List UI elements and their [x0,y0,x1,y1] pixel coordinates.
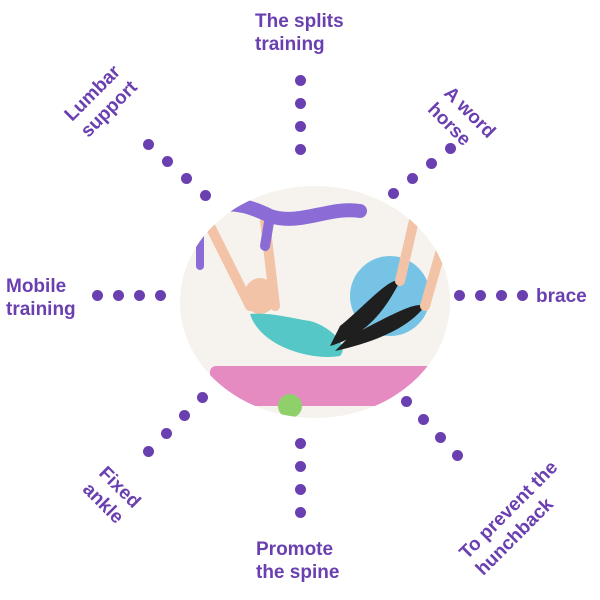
yoga-mat [210,366,450,406]
dot-icon [295,484,306,495]
dot-icon [143,446,154,457]
dot-icon [179,410,190,421]
label-brace: brace [536,285,587,308]
woman-arm-1 [205,221,255,311]
dot-icon [418,414,429,425]
dot-icon [295,144,306,155]
dot-icon [161,428,172,439]
label-lumbar-support: Lumbar support [60,60,143,143]
label-fixed-ankle: Fixed ankle [77,462,145,530]
dot-icon [407,173,418,184]
dot-icon [113,290,124,301]
dot-icon [181,173,192,184]
dot-icon [454,290,465,301]
dot-icon [496,290,507,301]
exercise-photo [180,186,450,418]
woman-leg-2 [335,305,425,351]
dot-icon [295,98,306,109]
dot-icon [401,396,412,407]
label-line: training [255,34,325,55]
strap-loop [260,211,275,251]
label-line: Promote [256,539,334,560]
dot-icon [517,290,528,301]
label-splits-training: The splits training [255,10,344,56]
dot-icon [452,450,463,461]
dot-icon [435,432,446,443]
woman-leg-1 [330,280,400,346]
dot-icon [162,156,173,167]
label-line: training [6,299,76,320]
dot-icon [295,507,306,518]
label-line: the spine [256,562,340,583]
label-word-horse: A word horse [422,82,500,160]
dot-icon [445,143,456,154]
woman-shirt [250,313,343,357]
label-line: Mobile [6,276,67,297]
dot-icon [475,290,486,301]
dot-icon [295,121,306,132]
label-line: brace [536,286,587,307]
dot-icon [295,75,306,86]
dot-icon [134,290,145,301]
woman-calf-1 [395,211,420,286]
dot-icon [143,139,154,150]
dot-icon [388,188,399,199]
massage-ball [278,394,302,418]
exercise-photo-svg [180,186,450,418]
label-mobile-training: Mobile training [6,275,76,321]
dot-icon [92,290,103,301]
dot-icon [295,438,306,449]
dot-icon [426,158,437,169]
label-promote-spine: Promote the spine [256,538,339,584]
dot-icon [197,392,208,403]
dot-icon [155,290,166,301]
label-line: The splits [255,11,344,32]
label-prevent-hunchback: To prevent the hunchback [455,456,579,580]
dot-icon [295,461,306,472]
dot-icon [200,190,211,201]
